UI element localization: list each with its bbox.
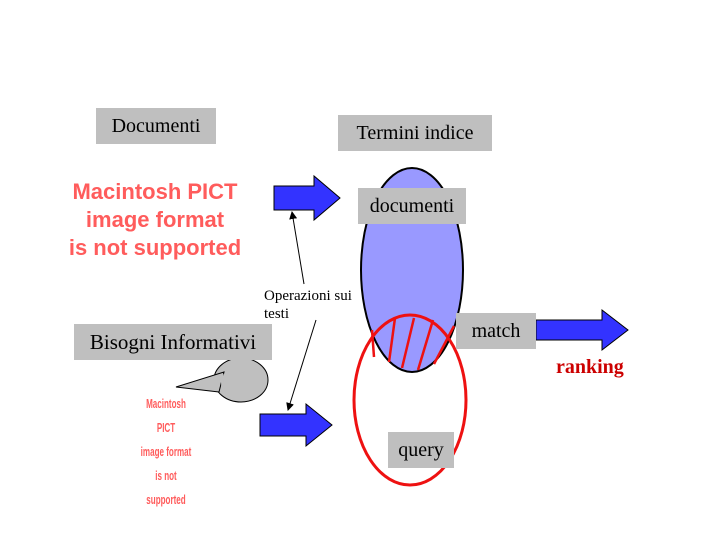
documenti-box: Documenti [96,108,216,144]
ops-arrow-up [289,211,305,285]
arrow-documents-right [273,174,341,222]
pict-placeholder-small: Macintosh PICT image format is not suppo… [136,392,196,512]
pict-large-line-2: image format [85,207,225,232]
termini-indice-box: Termini indice [338,115,492,151]
match-box: match [456,313,536,349]
bisogni-informativi-box: Bisogni Informativi [74,324,272,360]
operazioni-label: Operazioni sui testi [264,288,352,322]
pict-large-line-3: is not supported [68,235,242,260]
query-box: query [388,432,454,468]
arrow-ranking-right [535,308,629,352]
arrow-query-right [259,402,333,448]
pict-small-line-3: is not supported [146,468,186,507]
pict-small-line-2: image format [140,444,192,459]
pict-large-line-1: Macintosh PICT [72,179,238,204]
speech-bubble [175,357,269,403]
pict-placeholder-large: Macintosh PICT image format is not suppo… [38,178,272,262]
ranking-label: ranking [556,356,624,378]
ops-arrow-down [286,319,317,411]
overlap-hatch [370,317,456,371]
documenti-oval-label: documenti [358,188,466,224]
pict-small-line-1: Macintosh PICT [146,396,186,435]
query-oval [352,313,468,487]
